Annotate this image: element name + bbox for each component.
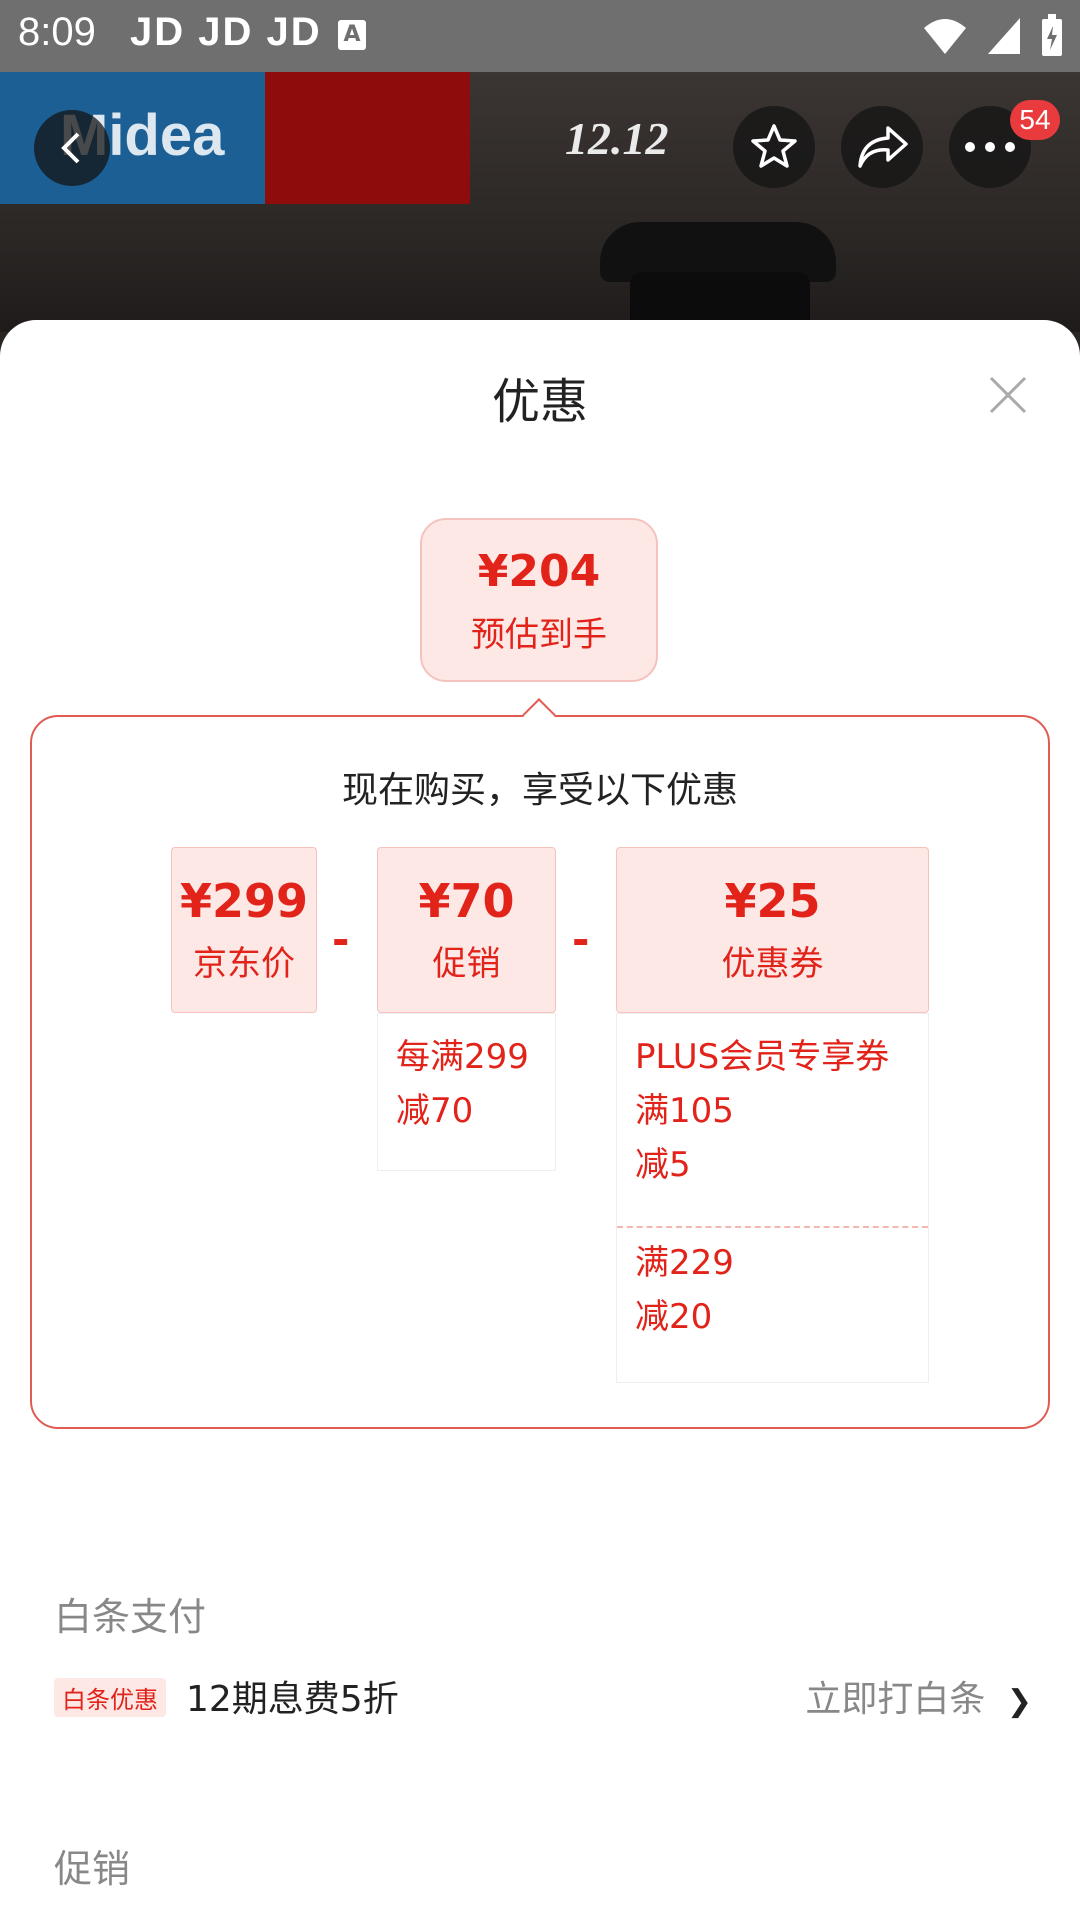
discount-breakdown-panel: 现在购买，享受以下优惠 ¥299 京东价 - ¥70 促销 - ¥25 优惠券 … — [30, 715, 1050, 1429]
status-indicators — [922, 12, 1064, 60]
close-icon[interactable] — [985, 372, 1031, 418]
baitiao-link-label: 立即打白条 — [805, 1679, 986, 1720]
coupon-detail-line: 满105 — [635, 1091, 734, 1131]
signal-icon — [988, 18, 1020, 54]
coupon-detail-line: 满229 — [635, 1243, 734, 1283]
estimated-price: ¥204 — [477, 546, 601, 597]
coupon-detail-line: PLUS会员专享券 — [635, 1037, 890, 1077]
back-button[interactable] — [34, 110, 110, 186]
promo-banner: 12.12 — [265, 72, 669, 204]
jd-price-value: ¥299 — [179, 874, 309, 928]
promo-section-title: 促销 — [54, 1847, 131, 1891]
coupon-detail: PLUS会员专享券 满105 减5 满229 减20 — [616, 1013, 929, 1383]
minus-sign: - — [332, 915, 350, 964]
wifi-icon — [924, 19, 966, 54]
promo-logo: 12.12 — [565, 113, 669, 164]
coupon-detail-line: 减5 — [635, 1145, 691, 1185]
panel-title: 现在购买，享受以下优惠 — [341, 770, 738, 811]
sheet-title: 优惠 — [491, 374, 588, 430]
promo-detail-line: 减70 — [396, 1091, 474, 1131]
promo-label: 促销 — [432, 944, 501, 984]
baitiao-link[interactable]: 立即打白条 ❯ — [805, 1670, 1032, 1722]
more-icon — [965, 142, 1015, 152]
back-icon — [61, 132, 80, 164]
status-app-icons: JD JD JD — [130, 10, 322, 54]
favorite-button[interactable] — [733, 106, 815, 188]
accessibility-icon: A — [338, 20, 366, 50]
baitiao-tag: 白条优惠 — [54, 1678, 166, 1717]
share-button[interactable] — [841, 106, 923, 188]
jd-price-label: 京东价 — [193, 944, 295, 984]
message-count-badge: 54 — [1010, 100, 1060, 140]
minus-sign: - — [572, 915, 590, 964]
coupon-value: ¥25 — [724, 874, 821, 928]
status-time: 8:09 — [18, 10, 96, 54]
promo-box: ¥70 促销 — [377, 847, 556, 1013]
discount-sheet: 优惠 ¥204 预估到手 现在购买，享受以下优惠 ¥299 京东价 - ¥70 … — [0, 320, 1080, 1920]
chevron-right-icon: ❯ — [1006, 1684, 1032, 1719]
star-icon — [751, 124, 797, 168]
product-hero: Midea 12.12 54 — [0, 72, 1080, 332]
baitiao-section-title: 白条支付 — [54, 1595, 207, 1639]
coupon-item: PLUS会员专享券 满105 减5 — [617, 1014, 928, 1208]
coupon-detail-line: 减20 — [635, 1297, 713, 1337]
status-bar: 8:09 JD JD JD A — [0, 0, 1080, 72]
watermark: zhizhizhi.com — [930, 1838, 1075, 1865]
battery-icon — [1042, 14, 1062, 56]
promo-value: ¥70 — [418, 874, 515, 928]
share-icon — [858, 126, 908, 168]
dashed-divider — [617, 1226, 928, 1228]
coupon-box: ¥25 优惠券 — [616, 847, 929, 1013]
estimated-price-card: ¥204 预估到手 — [420, 518, 658, 682]
coupon-label: 优惠券 — [721, 944, 824, 984]
estimated-price-label: 预估到手 — [471, 615, 607, 655]
promo-detail-line: 每满299 — [396, 1037, 529, 1077]
jd-price-box: ¥299 京东价 — [171, 847, 317, 1013]
coupon-item: 满229 减20 — [617, 1236, 752, 1344]
promo-detail: 每满299 减70 — [377, 1013, 556, 1171]
baitiao-offer-text: 12期息费5折 — [186, 1679, 399, 1720]
